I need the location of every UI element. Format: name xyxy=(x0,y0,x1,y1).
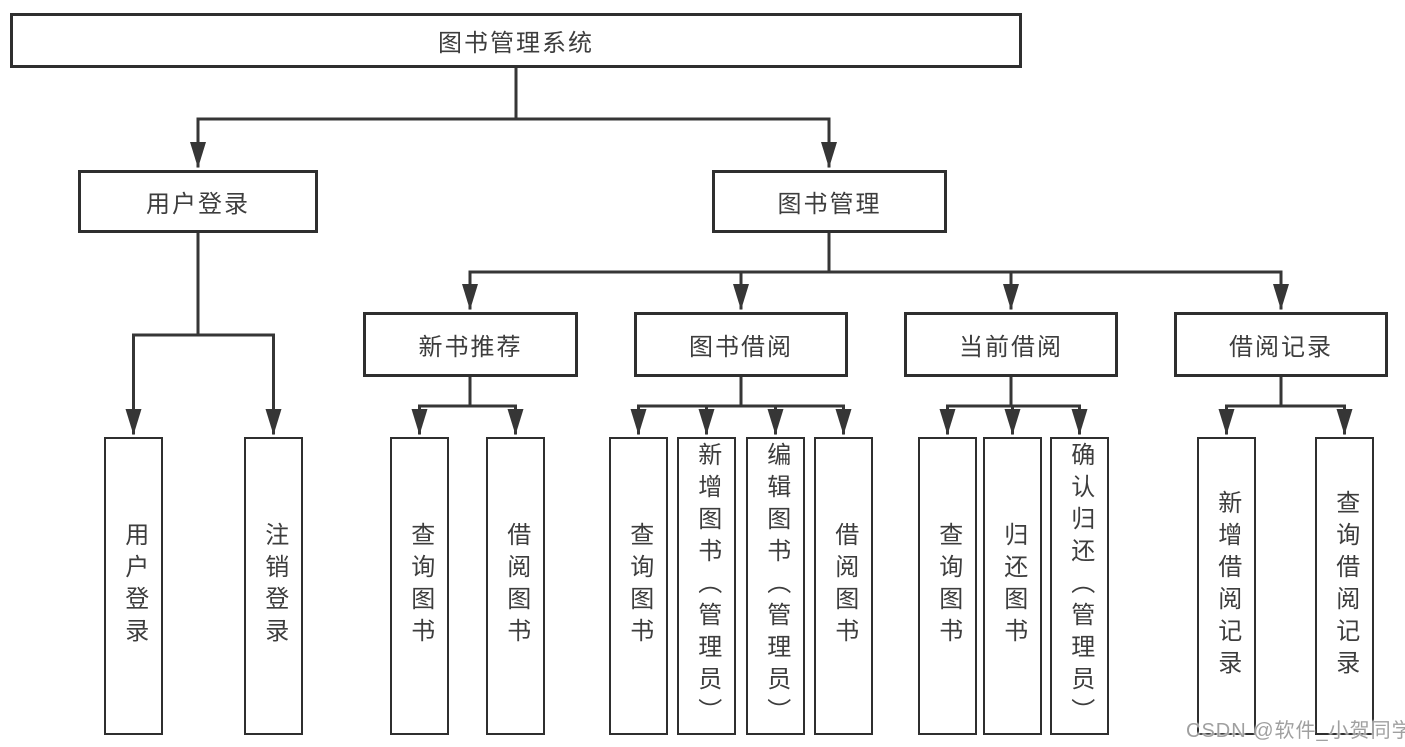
node-book-management: 图书管理 xyxy=(712,170,947,233)
leaf-user-login: 用户登录 xyxy=(104,437,163,735)
leaf-br-query-record: 查询借阅记录 xyxy=(1315,437,1374,735)
connector-book-borrow-children xyxy=(630,375,852,435)
node-borrow-record: 借阅记录 xyxy=(1174,312,1388,377)
node-root-system: 图书管理系统 xyxy=(10,13,1022,68)
connector-new-book-children xyxy=(411,375,524,435)
connector-book-mgmt-children xyxy=(462,231,1289,310)
leaf-rec-query-book: 查询图书 xyxy=(390,437,449,735)
leaf-bb-query-book: 查询图书 xyxy=(609,437,668,735)
connector-root-to-level2 xyxy=(190,66,837,168)
leaf-user-logout: 注销登录 xyxy=(244,437,303,735)
leaf-cb-return-book: 归还图书 xyxy=(983,437,1042,735)
connector-borrow-record-children xyxy=(1218,375,1353,435)
node-current-borrow: 当前借阅 xyxy=(904,312,1118,377)
leaf-bb-add-book-admin: 新增图书（管理员） xyxy=(677,437,736,735)
connector-current-borrow-children xyxy=(939,375,1088,435)
leaf-bb-edit-book-admin: 编辑图书（管理员） xyxy=(746,437,805,735)
leaf-cb-query-book: 查询图书 xyxy=(918,437,977,735)
csdn-watermark: CSDN @软件_小贺同学 xyxy=(1186,720,1405,742)
leaf-cb-confirm-return-admin: 确认归还（管理员） xyxy=(1050,437,1109,735)
leaf-rec-borrow-book: 借阅图书 xyxy=(486,437,545,735)
leaf-bb-borrow-book: 借阅图书 xyxy=(814,437,873,735)
leaf-br-add-record: 新增借阅记录 xyxy=(1197,437,1256,735)
node-book-borrow: 图书借阅 xyxy=(634,312,848,377)
node-user-login: 用户登录 xyxy=(78,170,318,233)
connector-user-login-children xyxy=(125,231,282,435)
node-new-book-recommend: 新书推荐 xyxy=(363,312,578,377)
